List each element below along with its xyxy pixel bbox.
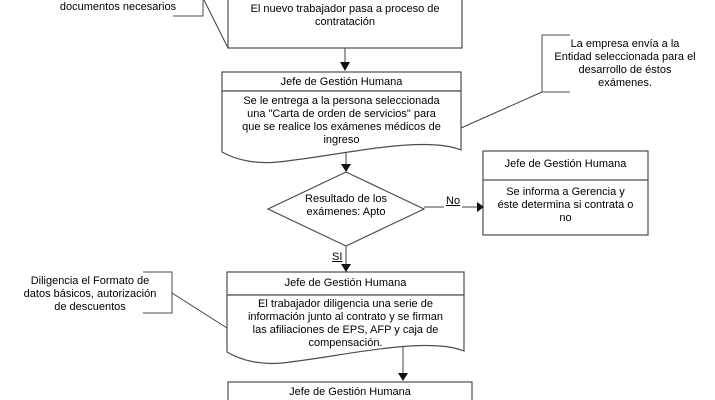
- leader-line-top-left-callout: [203, 0, 229, 49]
- arrowhead-to-document1: [340, 62, 350, 71]
- inform-management-body-text: Se informa a Gerencia y éste determina s…: [497, 186, 634, 224]
- process-box-bottom: [227, 381, 473, 400]
- si-branch-label: SI: [330, 251, 345, 264]
- leader-line-right-callout: [460, 91, 543, 129]
- document1-body-shape: [221, 90, 462, 164]
- callout-documentos-text: documentos necesarios: [59, 1, 177, 13]
- bracket-left-callout: [143, 271, 173, 314]
- arrowhead-no-branch: [477, 202, 484, 212]
- decision-resultado-text: Resultado de los exámenes: Apto: [305, 193, 387, 218]
- process-box-inform-management: [482, 150, 649, 236]
- leader-line-left-callout: [171, 292, 228, 329]
- document2-body-text: El trabajador diligencia una serie de in…: [247, 298, 444, 349]
- bracket-top-left-callout: [173, 0, 204, 17]
- no-branch-label: No: [444, 195, 463, 208]
- bracket-right-callout: [541, 34, 570, 93]
- callout-diligencia-text: Diligencia el Formato de datos básicos, …: [23, 275, 157, 313]
- document2-header-text: Jefe de Gestión Humana: [284, 277, 407, 289]
- process-new-worker-text: El nuevo trabajador pasa a proceso de co…: [250, 3, 440, 28]
- arrowhead-si-branch: [341, 264, 351, 272]
- process-bottom-header-text: Jefe de Gestión Humana: [289, 386, 411, 398]
- document2-body-shape: [226, 294, 465, 365]
- document1-body-text: Se le entrega a la persona seleccionada …: [242, 95, 441, 146]
- decision-diamond: [266, 171, 426, 247]
- callout-empresa-text: La empresa envía a la Entidad selecciona…: [554, 38, 696, 89]
- document1-header-text: Jefe de Gestión Humana: [280, 76, 403, 88]
- inform-management-header-text: Jefe de Gestión Humana: [504, 158, 627, 170]
- process-box-new-worker: [227, 0, 463, 49]
- arrowhead-to-decision: [341, 164, 351, 172]
- arrowhead-to-bottom-box: [398, 373, 408, 381]
